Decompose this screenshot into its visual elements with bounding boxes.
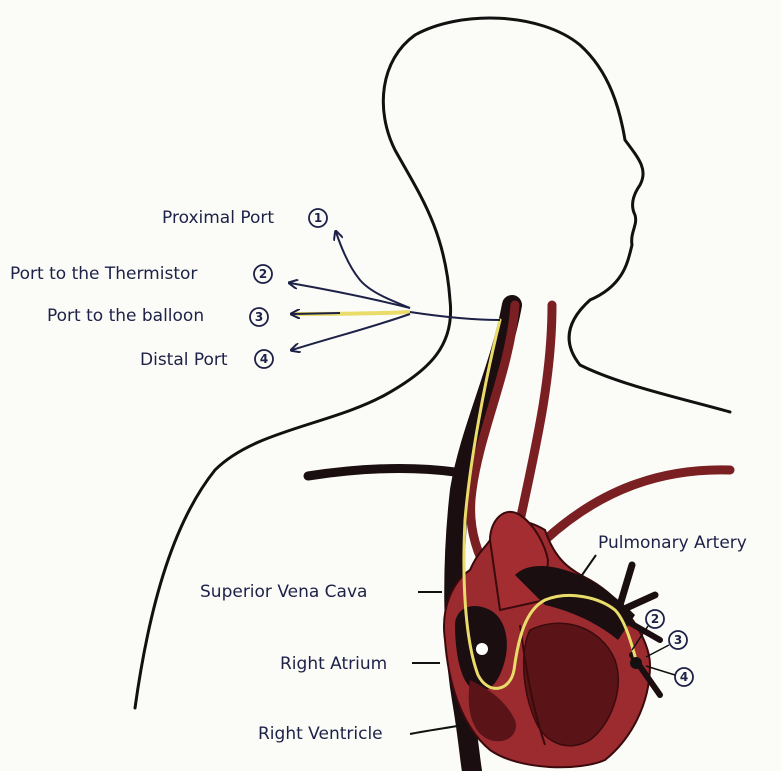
right-atrium-label: Right Atrium — [280, 654, 387, 674]
pulmonary-artery-label: Pulmonary Artery — [598, 533, 747, 553]
superior-vena-cava-label: Superior Vena Cava — [200, 582, 367, 602]
balloon-white — [476, 643, 488, 655]
port-number-4: 4 — [260, 352, 268, 366]
catheter-tip — [630, 657, 642, 669]
port-line-4 — [292, 314, 410, 350]
tip-number-4: 4 — [680, 670, 688, 684]
port-label-2: Port to the Thermistor — [10, 264, 197, 284]
port-label-1: Proximal Port — [162, 208, 274, 228]
tip-number-3: 3 — [674, 633, 682, 647]
pulmonary-branch-2 — [622, 595, 655, 610]
pulmonary-branch-1 — [620, 565, 632, 605]
port-number-2: 2 — [259, 267, 267, 281]
subclavian-artery-right — [545, 470, 730, 540]
port-label-3: Port to the balloon — [47, 306, 204, 326]
carotid-artery-right — [518, 305, 552, 530]
port-line-2 — [290, 283, 410, 308]
port-label-4: Distal Port — [140, 350, 228, 370]
catheter-neck — [410, 312, 500, 320]
tip-number-2: 2 — [651, 612, 659, 626]
port-number-3: 3 — [255, 310, 263, 324]
port-number-1: 1 — [314, 211, 322, 225]
subclavian-vein — [308, 469, 455, 476]
port-line-1 — [336, 232, 410, 308]
pulmonary-artery-leader — [580, 555, 596, 578]
tip-leader-3 — [646, 645, 669, 657]
port-line-3-arrow — [292, 313, 340, 314]
right-ventricle-label: Right Ventricle — [258, 724, 383, 744]
